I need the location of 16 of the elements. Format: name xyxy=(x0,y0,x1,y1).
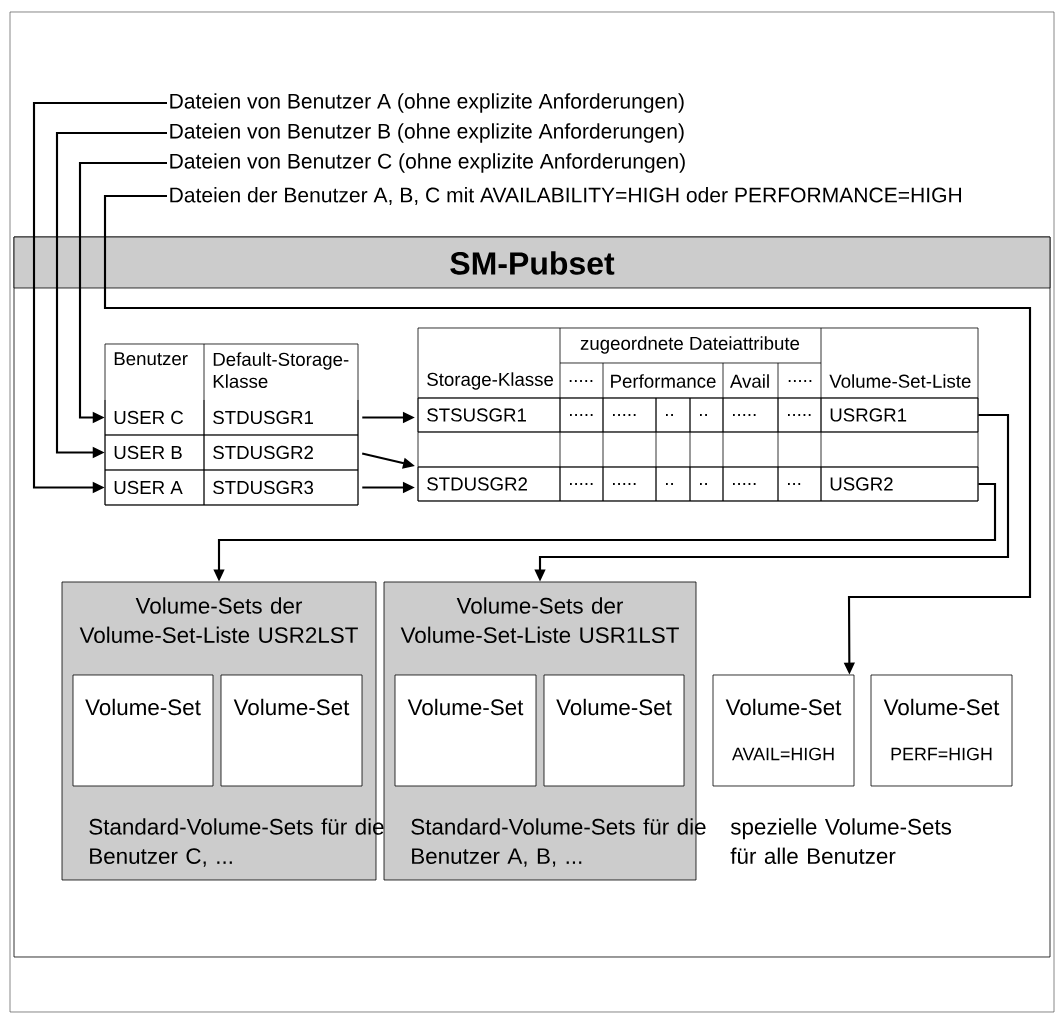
table-row: USER B STDUSGR2 xyxy=(104,434,359,471)
annotation-text: Dateien von Benutzer C (ohne explizite Anforderungen) xyxy=(170,153,685,173)
volume-set-box: Volume-Set xyxy=(543,674,685,787)
note-text: spezielle Volume-Sets für alle Benutzer xyxy=(730,818,952,865)
annotation-text: Dateien der Benutzer A, B, C mit AVAILABILITY=HIGH oder PERFORMANCE=HIGH xyxy=(170,187,961,205)
table-row: USER A STDUSGR3 xyxy=(104,469,359,506)
volume-set-box: Volume-Set PERF=HIGH xyxy=(870,674,1013,787)
volume-set-box: Volume-Set xyxy=(72,674,214,787)
volume-set-box: Volume-Set AVAIL=HIGH xyxy=(712,674,855,787)
table-row: STDUSGR2 ..... ..... .. .. ..... ... USGR2 xyxy=(417,466,979,502)
table-row: USER C STDUSGR1 xyxy=(104,399,359,436)
volume-set-box: Volume-Set xyxy=(394,674,537,787)
table-row: STSUSGR1 ..... ..... .. .. ..... ..... USRGR1 xyxy=(417,397,979,433)
annotation-text: Dateien von Benutzer B (ohne explizite Anforderungen) xyxy=(170,123,684,143)
annotation-text: Dateien von Benutzer A (ohne explizite Anforderungen) xyxy=(170,93,684,113)
volume-set-box: Volume-Set xyxy=(220,674,363,787)
